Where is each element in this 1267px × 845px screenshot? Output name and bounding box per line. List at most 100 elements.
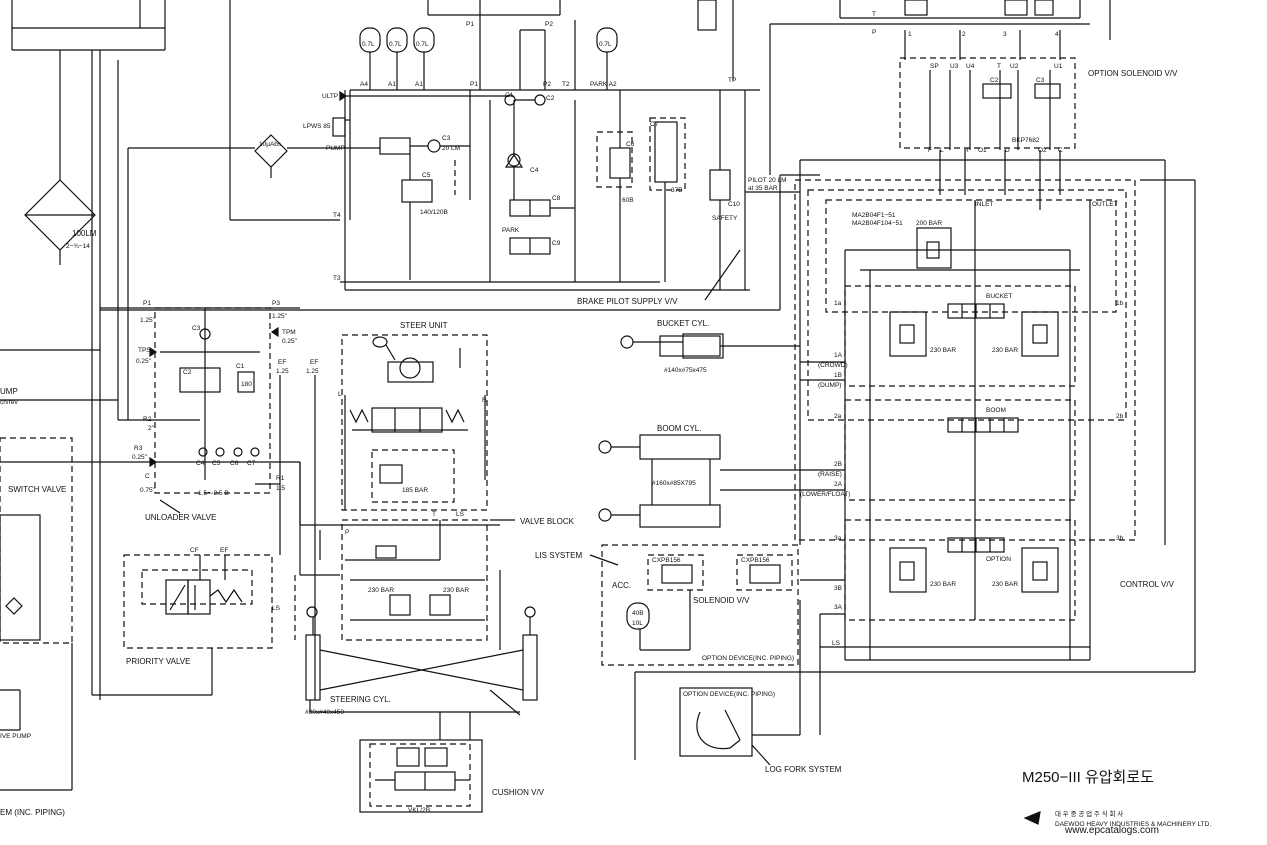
label-acc-bar: 40B [632,610,644,617]
label-o1: O1 [978,147,987,154]
lis-system-section: LIS SYSTEM ACC. 40B 10L CXPB156 CXPB156 … [535,544,799,666]
label-bar230e: 230 BAR [930,581,956,588]
valve-c6 [609,147,631,179]
label-bucket: BUCKET [986,293,1012,300]
label-a1b: A1 [415,81,423,88]
steer-motor-icon [399,357,421,379]
cylinders-section: BUCKET CYL. #140x#75x475 BOOM CYL. #160x… [598,319,845,528]
lis-accumulator [626,602,650,630]
label-u2: U2 [1010,63,1019,70]
steering-cyl-label: STEERING CYL. [330,695,391,704]
label-ef-pr: EF [220,547,228,554]
label-ls-cv: LS [832,640,841,647]
label-ef2-size: 1.25 [306,368,319,375]
priority-valve-box [123,554,273,649]
label-sp: SP [930,63,939,70]
label-t2: T2 [562,81,570,88]
label-f: F [928,147,932,154]
label-pump-l: PUMP [326,145,345,152]
label-ma1: MA2B04F1−51 [852,212,896,219]
switch-valve-label: SWITCH VALVE [8,485,66,494]
label-up-c3: C3 [192,325,201,332]
valve-c6-box [596,131,633,188]
boom-section-box [844,399,1076,501]
label-t-a: T [872,11,876,18]
label-bar230f: 230 BAR [992,581,1018,588]
unloader-c2 [179,367,221,393]
label-ma2: MA2B04F104−51 [852,220,903,227]
steer-unit-section: STEER UNIT L R 185 BAR [338,321,488,511]
label-c5: C5 [422,172,431,179]
label-inlet: INLET [975,201,993,208]
control-valve-label: CONTROL V/V [1120,580,1175,589]
unloader-c1 [237,371,255,393]
label-acc1: 0.7L [362,41,375,48]
priority-pilot-valve [379,137,411,155]
label-vb-ls: LS [456,511,465,518]
label-c-l: C [145,473,150,480]
steer-unit-box [341,334,488,511]
label-filter-abs: 10μAbs [259,141,282,148]
label-lpws: LPWS 85 [303,123,331,130]
check-c3-icon [427,139,441,153]
log-fork-label: LOG FORK SYSTEM [765,765,842,774]
title-block: M250−III 유압회로도 대 우 중 공 업 주 식 회 사 DAEWOO … [1022,769,1211,836]
label-raise: (RAISE) [818,471,842,478]
priority-label: PRIORITY VALVE [126,657,190,666]
rev-left-label: ch/rev [0,399,18,406]
label-bar230b: 230 BAR [443,587,469,594]
log-fork-box [679,687,753,757]
steering-cylinder-left [305,634,321,701]
priority-valve-section: CF EF LS PRIORITY VALVE [123,547,281,695]
label-option: OPTION [986,556,1011,563]
left-section: 100LM 2−¾−14 UMP ch/rev SWITCH VALVE IVE… [0,0,212,817]
label-l: L [940,147,944,154]
label-r: R [964,147,969,154]
label-p2a: 2a [834,413,842,420]
label-c2-sol: C2 [990,77,999,84]
label-cf: CF [190,547,199,554]
label-c5-up: C5 [212,460,221,467]
daewoo-logo-icon [1023,811,1041,825]
label-crowd: (CROWD) [818,362,848,369]
label-outlet: OUTLET [1092,201,1118,208]
label-r3-size: 0.25" [132,454,148,461]
valve-block-label: VALVE BLOCK [520,517,575,526]
label-c8: C8 [552,195,561,202]
label-r1: R1 [276,475,285,482]
bucket-section-box [844,285,1076,387]
label-c3: C3 [442,135,451,142]
label-p3B: 3B [834,585,842,592]
label-c3-flow: 20 LM [442,145,460,152]
option-solenoid-c3 [1034,83,1061,99]
label-tps: TPS [138,347,151,354]
label-up-p3: P3 [272,300,280,307]
valve-block-box [341,519,488,641]
switch-valve-box [0,437,73,644]
lis-label: LIS SYSTEM [535,551,582,560]
solenoid-label: SOLENOID V/V [693,596,750,605]
label-c4: C4 [530,167,539,174]
label-bar200: 200 BAR [916,220,942,227]
label-c5-val: 140/120B [420,209,448,216]
label-num1: 1 [908,31,912,38]
cushion-valve-section: VKL/2B CUSHION V/V [359,712,545,814]
label-c6: C6 [626,141,635,148]
label-opt-dev2: OPTION DEVICE(INC. PIPING) [683,691,775,698]
label-up-p1: P1 [143,300,151,307]
label-r1-size: 1.5 [276,485,285,492]
label-ls-pr: LS [272,605,281,612]
company-english: DAEWOO HEAVY INDUSTRIES & MACHINERY LTD. [1055,821,1211,828]
option-solenoid-section: T P 1 2 3 4 SP U3 U4 T U2 U1 C2 C3 BKP76… [769,0,1178,210]
boom-cyl-label: BOOM CYL. [657,424,701,433]
main-lines [100,174,845,581]
steering-cylinder-right [522,634,538,701]
label-up-c1: C1 [236,363,245,370]
label-r3: R3 [134,445,143,452]
label-lower: (LOWER/FLOAT) [800,491,850,498]
label-num4: 4 [1055,31,1059,38]
label-c1: C1 [505,92,514,99]
option-solenoid-box [899,57,1076,149]
main-filter-size: 2−¾−14 [66,243,90,250]
